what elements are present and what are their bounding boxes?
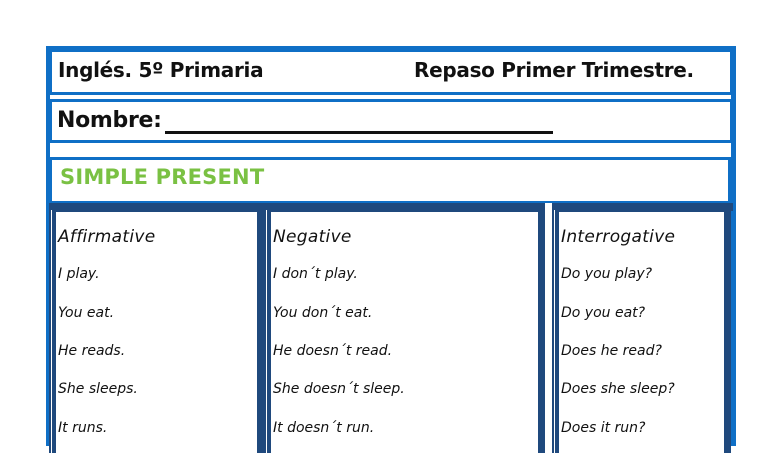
column-gap xyxy=(545,203,552,453)
frame-right-edge xyxy=(731,46,736,446)
name-label: Nombre: xyxy=(57,108,162,133)
list-item: Does it run? xyxy=(561,420,646,436)
subject-title: Inglés. 5º Primaria xyxy=(58,58,264,82)
section-row xyxy=(49,157,731,204)
name-input-line[interactable] xyxy=(165,131,553,134)
list-item: It doesn´t run. xyxy=(273,420,375,436)
list-item: She doesn´t sleep. xyxy=(273,381,405,397)
list-item: He reads. xyxy=(58,343,126,359)
list-item: He doesn´t read. xyxy=(273,343,393,359)
worksheet-title: Repaso Primer Trimestre. xyxy=(414,58,694,82)
column-interrogative: Interrogative Do you play? Do you eat? D… xyxy=(552,203,731,453)
column-heading: Interrogative xyxy=(561,227,676,247)
column-affirmative: Affirmative I play. You eat. He reads. S… xyxy=(49,203,264,453)
column-heading: Negative xyxy=(273,227,352,247)
column-inner-border xyxy=(270,211,539,453)
list-item: I play. xyxy=(58,266,100,282)
header-row xyxy=(49,49,733,95)
list-item: You don´t eat. xyxy=(273,305,373,321)
column-negative: Negative I don´t play. You don´t eat. He… xyxy=(264,203,545,453)
section-title: SIMPLE PRESENT xyxy=(60,165,265,189)
column-inner-border xyxy=(558,211,725,453)
name-row xyxy=(49,99,733,143)
list-item: It runs. xyxy=(58,420,108,436)
list-item: Does he read? xyxy=(561,343,662,359)
column-heading: Affirmative xyxy=(58,227,156,247)
list-item: Does she sleep? xyxy=(561,381,675,397)
column-inner-border xyxy=(55,211,258,453)
list-item: Do you play? xyxy=(561,266,653,282)
list-item: She sleeps. xyxy=(58,381,138,397)
list-item: Do you eat? xyxy=(561,305,646,321)
list-item: You eat. xyxy=(58,305,115,321)
list-item: I don´t play. xyxy=(273,266,358,282)
